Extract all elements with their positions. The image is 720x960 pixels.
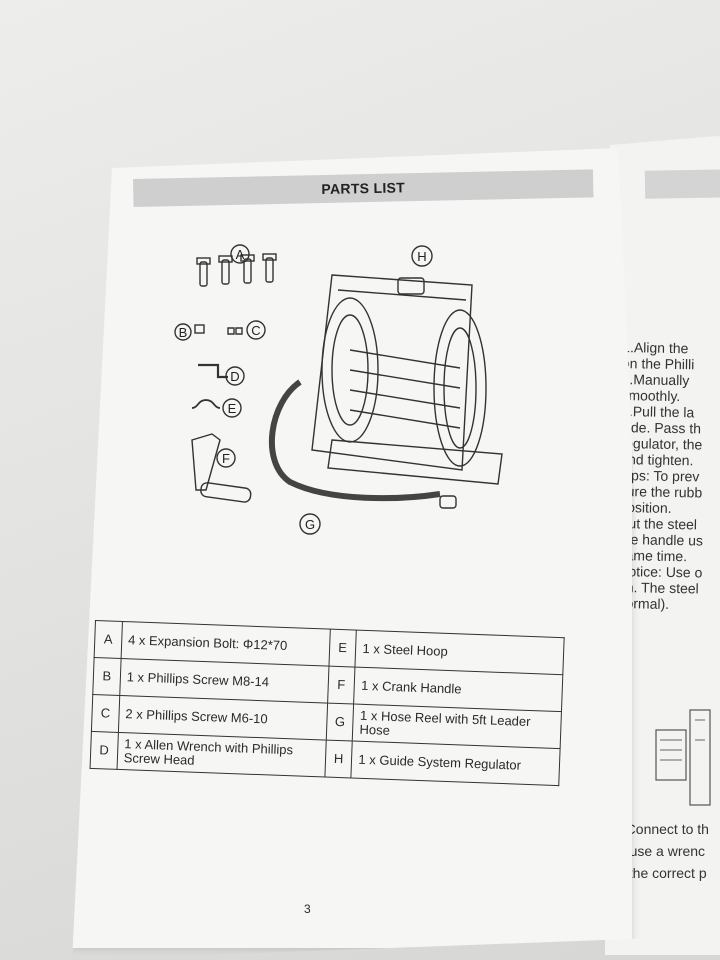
label-circle-e — [222, 398, 242, 418]
instruction-line: the handle us — [618, 531, 704, 549]
label-circle-a — [230, 244, 250, 264]
part-letter: A — [94, 620, 123, 659]
label-f: F — [222, 451, 230, 466]
instruction-line: sure the rubb — [619, 483, 703, 501]
part-letter: E — [328, 629, 357, 668]
instruction-line: side. Pass th — [620, 419, 702, 437]
parts-table: A 4 x Expansion Bolt: Φ12*70 E 1 x Steel… — [90, 620, 565, 786]
instruction-line: 3.Pull the la — [620, 403, 695, 421]
phillips-screw-icon — [194, 324, 243, 335]
instruction-line: Tips: To prev — [619, 467, 700, 485]
instruction-line: same time. — [618, 547, 688, 565]
label-circle-c — [246, 320, 266, 340]
instruction-line: normal). — [617, 595, 670, 612]
instruction-line: 2.Manually — [621, 371, 690, 389]
part-letter: B — [92, 657, 121, 696]
right-page-step4: 4.Connect to th to use a wrenc in the co… — [614, 818, 720, 884]
label-h: H — [417, 249, 426, 264]
instruction-line: and tighten. — [620, 451, 694, 469]
right-page-figure — [655, 709, 711, 806]
steel-hoop-icon — [191, 399, 221, 409]
page-number: 3 — [304, 902, 311, 916]
label-g: G — [305, 517, 315, 532]
instruction-line: on. The steel — [617, 579, 699, 597]
instruction-line: regulator, the — [620, 435, 703, 453]
instruction-line: 4.Connect to th — [614, 821, 709, 837]
parts-illustration: A B C D E F G H — [174, 244, 503, 535]
part-description: 1 x Allen Wrench with Phillips Screw Hea… — [116, 732, 326, 778]
label-circle-d — [225, 366, 245, 386]
label-circle-f — [216, 448, 236, 468]
part-description: 1 x Guide System Regulator — [351, 741, 561, 786]
label-e: E — [228, 401, 237, 416]
label-d: D — [230, 369, 239, 384]
label-c: C — [251, 323, 260, 338]
crank-handle-icon — [191, 433, 252, 503]
right-page-instructions: 1.Align the on the Philli 2.Manually smo… — [618, 339, 720, 613]
instruction-line: Notice: Use o — [618, 563, 703, 581]
part-letter: H — [324, 740, 353, 778]
instruction-line: in the correct p — [614, 865, 707, 881]
instruction-line: 1.Align the — [622, 339, 689, 357]
label-circle-g — [299, 513, 321, 535]
label-circle-b — [174, 323, 192, 341]
allen-wrench-icon — [198, 363, 228, 379]
part-letter: F — [327, 666, 356, 705]
label-b: B — [179, 325, 188, 340]
label-circle-h — [411, 245, 433, 267]
instruction-line: smoothly. — [621, 387, 681, 405]
right-page-header-bar — [644, 169, 720, 199]
part-letter: G — [325, 703, 354, 742]
instruction-line: Put the steel — [619, 515, 698, 533]
part-letter: D — [90, 731, 119, 770]
instruction-line: to use a wrenc — [614, 843, 706, 859]
instruction-line: on the Philli — [621, 355, 695, 373]
left-page-content: PARTS LIST — [70, 150, 600, 930]
part-letter: C — [91, 694, 120, 733]
instruction-line: position. — [619, 499, 672, 516]
label-a: A — [236, 247, 245, 262]
hose-reel-icon — [268, 274, 503, 509]
left-page — [72, 148, 632, 948]
expansion-bolt-icon — [196, 253, 277, 287]
